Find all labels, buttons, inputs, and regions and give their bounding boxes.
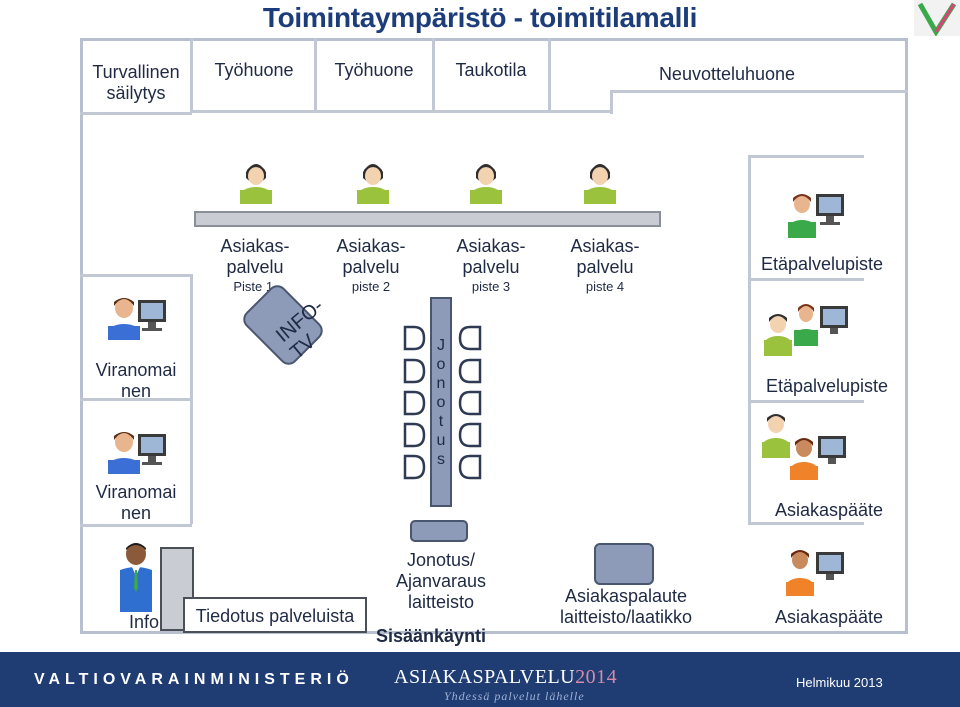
- footer-ministry: VALTIOVARAINMINISTERIÖ: [34, 671, 354, 688]
- asiakaspalaute-label: Asiakaspalaute laitteisto/laatikko: [559, 586, 693, 627]
- service-point-4-label: Asiakas- palvelu: [570, 236, 640, 277]
- feedback-device: [594, 543, 654, 585]
- footer-brand-year: 2014: [575, 666, 618, 688]
- queue-letter: t: [438, 413, 444, 430]
- customer-terminal-person-icon: [786, 550, 844, 596]
- service-point-1-sub: Piste 1.: [233, 279, 277, 294]
- wall: [80, 274, 192, 277]
- wall: [80, 524, 192, 527]
- remote-service-person-icon: [788, 194, 844, 238]
- tiedotus-label: Tiedotus palveluista: [195, 606, 355, 626]
- room-turvallinen-sailytys: Turvallinen säilytys: [92, 62, 180, 103]
- wall: [610, 90, 908, 93]
- staff-person-icon: [470, 164, 502, 204]
- queue-letter: s: [437, 451, 445, 468]
- wall: [80, 112, 192, 115]
- service-point-2-sub: piste 2: [351, 279, 391, 294]
- wall: [748, 522, 864, 525]
- official-at-computer-icon: [108, 298, 166, 340]
- wall: [80, 398, 192, 401]
- service-point-3-sub: piste 3: [471, 279, 511, 294]
- room-taukotila: Taukotila: [455, 60, 527, 80]
- wall: [748, 155, 751, 525]
- asiakaspaate-1-label: Asiakaspääte: [774, 500, 884, 520]
- queue-device: [410, 520, 468, 542]
- wall: [610, 90, 613, 114]
- wall: [314, 38, 317, 113]
- footer-brand-name: ASIAKASPALVELU: [394, 666, 576, 688]
- footer-brand: ASIAKASPALVELU2014: [394, 666, 617, 689]
- service-point-1-label: Asiakas- palvelu: [220, 236, 290, 277]
- queue-letter: n: [436, 375, 446, 392]
- service-point-2-label: Asiakas- palvelu: [336, 236, 406, 277]
- service-point-4-sub: piste 4: [585, 279, 625, 294]
- staff-person-icon: [240, 164, 272, 204]
- staff-person-icon: [584, 164, 616, 204]
- wall: [190, 110, 610, 113]
- queue-bar: [430, 297, 452, 507]
- viranomainen-2-label: Viranomai nen: [95, 482, 177, 523]
- tiedotus-box: [183, 597, 367, 633]
- room-tyohuone-1: Työhuone: [214, 60, 294, 80]
- page-title: Toimintaympäristö - toimitilamalli: [262, 2, 698, 33]
- info-person-icon: [120, 543, 152, 612]
- service-point-3-label: Asiakas- palvelu: [456, 236, 526, 277]
- queue-letter: u: [436, 432, 446, 449]
- chair-icons-right: [458, 325, 482, 480]
- queue-letters: J o n o t u s: [430, 336, 452, 469]
- queue-letter: J: [437, 337, 445, 354]
- viranomainen-1-label: Viranomai nen: [95, 360, 177, 401]
- asiakaspaate-2-label: Asiakaspääte: [774, 607, 884, 627]
- wall: [190, 38, 193, 113]
- staff-person-icon: [357, 164, 389, 204]
- room-tyohuone-2: Työhuone: [334, 60, 414, 80]
- info-label: Info: [128, 612, 160, 632]
- logo-icon: [914, 0, 960, 36]
- room-neuvotteluhuone: Neuvotteluhuone: [658, 64, 796, 84]
- wall: [548, 38, 551, 113]
- etapalvelupiste-1-label: Etäpalvelupiste: [760, 254, 884, 274]
- chair-icons-left: [403, 325, 426, 480]
- etapalvelupiste-2-label: Etäpalvelupiste: [765, 376, 889, 396]
- footer-bar: [0, 652, 960, 707]
- customer-terminal-group-icon: [762, 414, 846, 480]
- wall: [748, 400, 864, 403]
- floor-outline: [80, 38, 908, 634]
- remote-service-group-icon: [764, 304, 848, 356]
- wall: [748, 155, 864, 158]
- official-at-computer-icon: [108, 432, 166, 474]
- jonotus-laitteisto-label: Jonotus/ Ajanvaraus laitteisto: [395, 550, 487, 612]
- queue-letter: o: [436, 394, 446, 411]
- queue-letter: o: [436, 356, 446, 373]
- service-counter: [194, 211, 661, 227]
- sisaankaynti-label: Sisäänkäynti: [376, 626, 487, 646]
- wall: [748, 278, 864, 281]
- footer-date: Helmikuu 2013: [796, 675, 883, 690]
- footer-tagline: Yhdessä palvelut lähelle: [444, 689, 585, 703]
- wall: [432, 38, 435, 113]
